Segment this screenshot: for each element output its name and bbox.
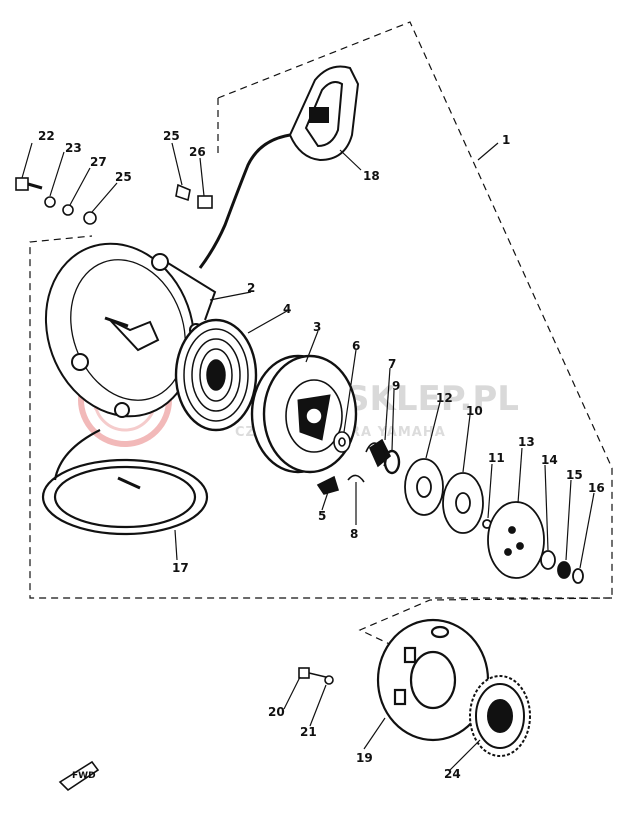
leader-lines — [21, 142, 595, 771]
callout-1: 1 — [502, 133, 510, 147]
starter-handle — [198, 65, 360, 269]
callout-21: 21 — [300, 725, 317, 739]
watermark: SKLEP.PL CZĘŚCI DEALERA YAMAHA — [78, 353, 519, 447]
callout-9: 9 — [392, 379, 400, 393]
rope-pulley — [250, 354, 358, 474]
callout-14: 14 — [541, 453, 558, 467]
callout-18: 18 — [363, 169, 380, 183]
callout-12: 12 — [436, 391, 453, 405]
callout-10: 10 — [466, 404, 483, 418]
starter-rope — [41, 429, 209, 536]
callout-25a: 25 — [163, 129, 180, 143]
callout-20: 20 — [268, 705, 285, 719]
callout-11: 11 — [488, 451, 505, 465]
callout-7: 7 — [388, 357, 396, 371]
callout-16: 16 — [588, 481, 605, 495]
callout-15: 15 — [566, 468, 583, 482]
callout-19: 19 — [356, 751, 373, 765]
callout-13: 13 — [518, 435, 535, 449]
forward-arrow-icon: FWD — [58, 760, 100, 792]
callout-4: 3 — [313, 320, 321, 334]
starter-drive-housing — [376, 618, 490, 742]
callout-6: 6 — [352, 339, 360, 353]
callout-5: 5 — [318, 509, 326, 523]
starter-case — [44, 242, 217, 418]
friction-plates — [404, 458, 484, 534]
fasteners — [15, 177, 334, 685]
callout-25b: 25 — [115, 170, 132, 184]
callout-labels: 1 2 4 3 5 6 7 8 9 12 10 11 13 14 15 16 1… — [38, 129, 605, 781]
callout-3: 4 — [283, 302, 291, 316]
callout-22: 22 — [38, 129, 55, 143]
callout-23: 23 — [65, 141, 82, 155]
watermark-brand: SKLEP.PL — [345, 379, 519, 419]
starter-gear — [469, 675, 531, 757]
pawl-parts — [316, 431, 401, 495]
recoil-spring — [174, 318, 258, 432]
callout-8: 8 — [350, 527, 358, 541]
callout-24: 24 — [444, 767, 461, 781]
callout-27: 27 — [90, 155, 107, 169]
drive-plate-hardware — [482, 501, 584, 584]
callout-26: 26 — [189, 145, 206, 159]
forward-label: FWD — [72, 771, 96, 781]
callout-2: 2 — [247, 281, 255, 295]
callout-17: 17 — [172, 561, 189, 575]
